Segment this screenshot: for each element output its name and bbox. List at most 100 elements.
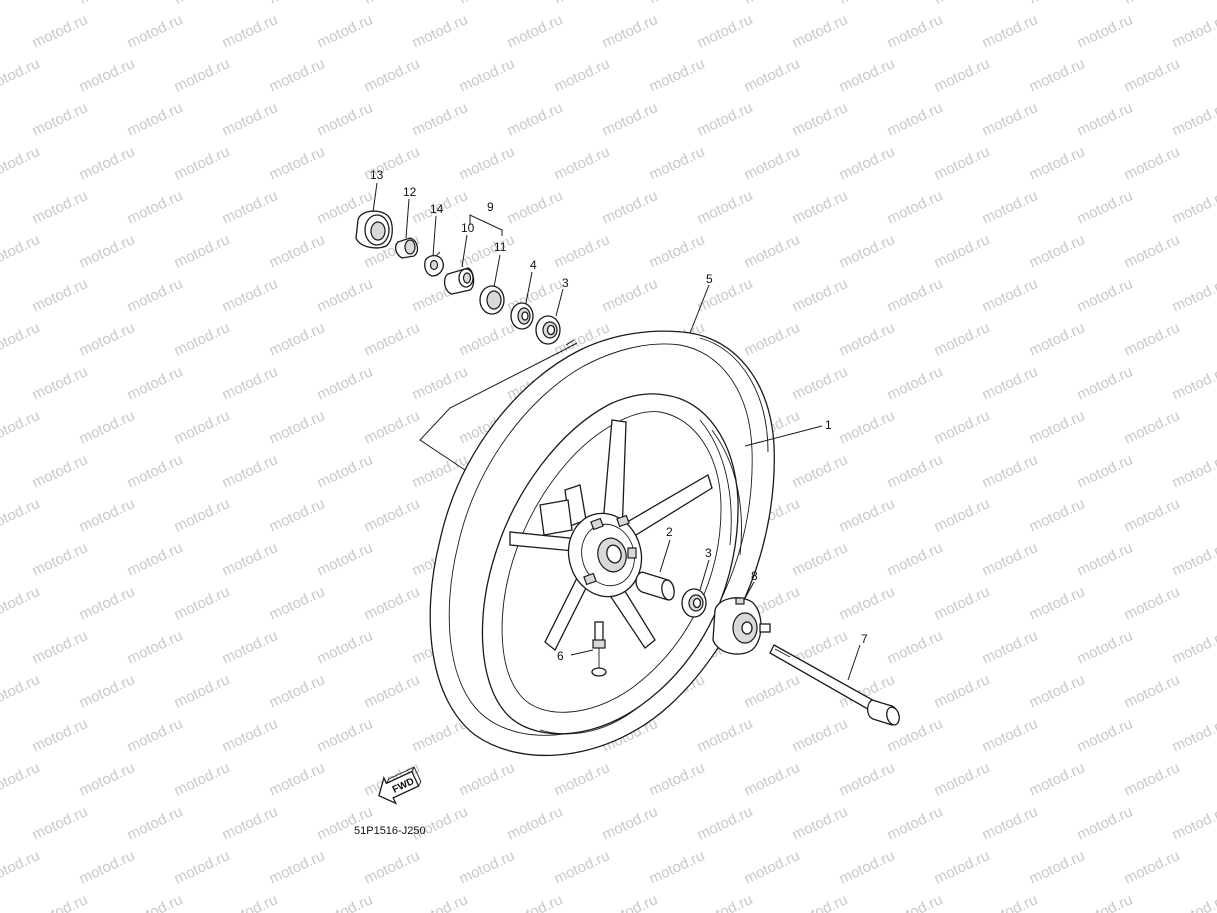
forward-arrow-icon [378, 770, 420, 805]
watermark-text: motod.ru [172, 143, 233, 183]
watermark-text: motod.ru [885, 11, 946, 51]
callout-5[interactable]: 5 [706, 272, 713, 286]
watermark-text: motod.ru [1170, 451, 1217, 491]
watermark-text: motod.ru [837, 583, 898, 623]
callout-8[interactable]: 8 [751, 569, 758, 583]
watermark-text: motod.ru [267, 55, 328, 95]
watermark-text: motod.ru [315, 451, 376, 491]
watermark-text: motod.ru [457, 759, 518, 799]
watermark-text: motod.ru [932, 143, 993, 183]
watermark-text: motod.ru [77, 847, 138, 887]
watermark-text: motod.ru [1122, 583, 1183, 623]
watermark-text: motod.ru [885, 891, 946, 913]
watermark-text: motod.ru [505, 803, 566, 843]
collar [635, 571, 675, 601]
watermark-text: motod.ru [1122, 55, 1183, 95]
watermark-text: motod.ru [505, 187, 566, 227]
watermark-text: motod.ru [267, 847, 328, 887]
callout-14[interactable]: 14 [430, 202, 444, 216]
watermark-text: motod.ru [1122, 143, 1183, 183]
watermark-text: motod.ru [125, 187, 186, 227]
watermark-text: motod.ru [457, 55, 518, 95]
watermark-text: motod.ru [0, 0, 42, 8]
watermark-text: motod.ru [1170, 891, 1217, 913]
watermark-text: motod.ru [172, 847, 233, 887]
watermark-text: motod.ru [552, 847, 613, 887]
watermark-text: motod.ru [315, 99, 376, 139]
collar-small [395, 237, 419, 259]
watermark-text: motod.ru [1027, 231, 1088, 271]
watermark-text: motod.ru [1075, 11, 1136, 51]
watermark-text: motod.ru [0, 495, 42, 535]
callout-1[interactable]: 1 [825, 418, 832, 432]
watermark-text: motod.ru [362, 847, 423, 887]
watermark-text: motod.ru [1075, 539, 1136, 579]
watermark-text: motod.ru [30, 715, 91, 755]
callout-7[interactable]: 7 [861, 632, 868, 646]
watermark-text: motod.ru [30, 11, 91, 51]
callout-6[interactable]: 6 [557, 649, 564, 663]
watermark-text: motod.ru [220, 275, 281, 315]
callout-10[interactable]: 10 [461, 221, 475, 235]
watermark-text: motod.ru [77, 0, 138, 8]
watermark-text: motod.ru [125, 627, 186, 667]
watermark-text: motod.ru [125, 363, 186, 403]
watermark-text: motod.ru [790, 11, 851, 51]
callout-3-lower[interactable]: 3 [705, 546, 712, 560]
callout-4[interactable]: 4 [530, 258, 537, 272]
watermark-text: motod.ru [220, 803, 281, 843]
watermark-text: motod.ru [552, 143, 613, 183]
watermark-text: motod.ru [30, 363, 91, 403]
watermark-text: motod.ru [30, 99, 91, 139]
watermark-text: motod.ru [220, 11, 281, 51]
callout-9[interactable]: 9 [487, 200, 494, 214]
diagram-code: 51P1516-J250 [354, 825, 426, 837]
watermark-text: motod.ru [695, 891, 756, 913]
watermark-text: motod.ru [30, 539, 91, 579]
watermark-text: motod.ru [932, 847, 993, 887]
watermark-text: motod.ru [552, 55, 613, 95]
watermark-text: motod.ru [1027, 55, 1088, 95]
watermark-text: motod.ru [742, 759, 803, 799]
watermark-text: motod.ru [1027, 759, 1088, 799]
watermark-text: motod.ru [1075, 451, 1136, 491]
watermark-text: motod.ru [932, 0, 993, 8]
watermark-text: motod.ru [457, 847, 518, 887]
watermark-text: motod.ru [1075, 363, 1136, 403]
watermark-text: motod.ru [885, 627, 946, 667]
callout-leaders [372, 182, 861, 681]
watermark-text: motod.ru [837, 143, 898, 183]
watermark-text: motod.ru [980, 715, 1041, 755]
watermark-text: motod.ru [172, 231, 233, 271]
watermark-text: motod.ru [315, 627, 376, 667]
callout-2[interactable]: 2 [666, 525, 673, 539]
watermark-text: motod.ru [77, 407, 138, 447]
watermark-text: motod.ru [410, 99, 471, 139]
watermark-text: motod.ru [837, 319, 898, 359]
watermark-text: motod.ru [647, 759, 708, 799]
callout-11[interactable]: 11 [494, 240, 507, 254]
watermark-text: motod.ru [1075, 99, 1136, 139]
watermark-text: motod.ru [172, 407, 233, 447]
watermark-text: motod.ru [77, 495, 138, 535]
watermark-text: motod.ru [30, 451, 91, 491]
watermark-text: motod.ru [220, 715, 281, 755]
forward-direction-badge: FWD [378, 766, 422, 805]
watermark-text: motod.ru [600, 803, 661, 843]
callout-3-upper[interactable]: 3 [562, 276, 569, 290]
watermark-text: motod.ru [1075, 627, 1136, 667]
watermark-text: motod.ru [77, 55, 138, 95]
watermark-text: motod.ru [0, 55, 42, 95]
watermark-text: motod.ru [1170, 803, 1217, 843]
watermark-text: motod.ru [172, 583, 233, 623]
watermark-text: motod.ru [0, 231, 42, 271]
callout-12[interactable]: 12 [403, 185, 417, 199]
watermark-text: motod.ru [77, 671, 138, 711]
callout-13[interactable]: 13 [370, 168, 384, 182]
watermark-text: motod.ru [885, 803, 946, 843]
watermark-text: motod.ru [505, 99, 566, 139]
watermark-text: motod.ru [647, 231, 708, 271]
watermark-text: motod.ru [790, 363, 851, 403]
watermark-text: motod.ru [30, 891, 91, 913]
watermark-text: motod.ru [30, 187, 91, 227]
